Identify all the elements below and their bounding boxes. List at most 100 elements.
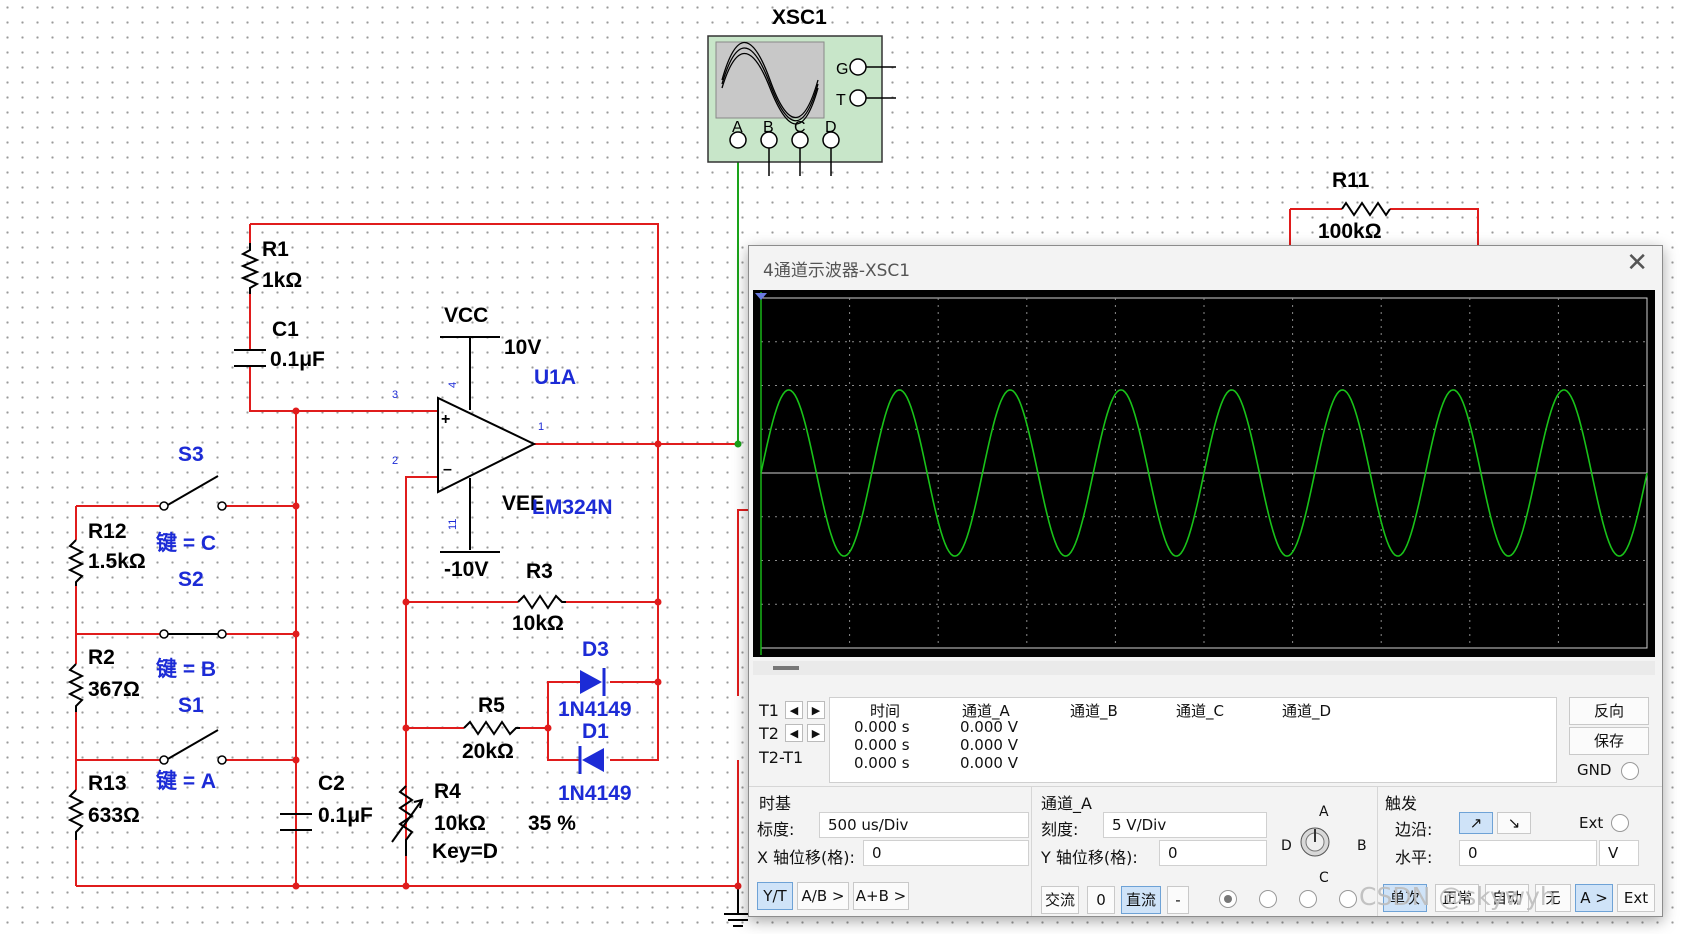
none-mode-button[interactable]: 无 [1535,884,1571,912]
pin2-label: 2 [392,455,398,467]
t2-right-arrow-icon[interactable]: ▶ [807,724,825,742]
opamp-symbol [437,396,537,494]
pin4-label: 4 [447,382,459,388]
t1-ch-a: 0.000 V [960,718,1018,736]
ext-trigger-terminal[interactable] [1611,814,1629,832]
s2-name: S2 [178,568,204,591]
knob-label-c: C [1319,870,1329,886]
channel-scale-field[interactable]: 5 V/Div [1103,812,1267,838]
r13-name: R13 [88,772,127,795]
timebase-scale-field[interactable]: 500 us/Div [819,812,1029,838]
d1-part: 1N4149 [558,782,632,805]
ab-mode-button[interactable]: A/B > [797,882,849,910]
oscilloscope-symbol[interactable]: XSC1 G T A B C D [707,6,896,176]
horizontal-scrollbar[interactable] [753,661,1655,675]
channel-b-radio[interactable] [1259,890,1277,908]
r12-name: R12 [88,520,127,543]
gnd-terminal[interactable] [1621,762,1639,780]
s2-key: 键 = B [156,657,216,681]
dc-coupling-button[interactable]: 直流 [1121,886,1161,914]
channel-a-radio[interactable] [1219,890,1237,908]
t2-time: 0.000 s [854,736,910,754]
trigger-title: 触发 [1385,794,1418,813]
vee-label: VEE [502,492,544,515]
normal-mode-button[interactable]: 正常 [1435,884,1479,912]
r4-percent: 35 % [528,812,576,835]
channel-title: 通道_A [1041,794,1092,813]
r2-name: R2 [88,646,115,669]
timebase-scale-label: 标度: [757,820,795,839]
r12-value: 1.5kΩ [88,550,146,573]
r4-name: R4 [434,780,461,803]
t2-ch-a: 0.000 V [960,736,1018,754]
pin-a-label: A [732,119,743,136]
trigger-level-field[interactable]: 0 [1459,840,1597,866]
falling-edge-icon[interactable]: ↘ [1497,812,1531,834]
t1-time: 0.000 s [854,718,910,736]
knob-label-d: D [1281,838,1292,854]
cursor-readout-table: 时间 通道_A 通道_B 通道_C 通道_D 0.000 s 0.000 s 0… [829,697,1557,783]
header-ch-a: 通道_A [962,702,1010,720]
save-button[interactable]: 保存 [1569,727,1649,755]
timebase-title: 时基 [759,794,792,813]
plus-sign: + [441,411,450,428]
close-icon[interactable]: ✕ [1626,248,1648,278]
channel-scale-label: 刻度: [1041,820,1079,839]
r11-name: R11 [1332,169,1370,192]
r4-key: Key=D [432,840,498,863]
y-position-field[interactable]: 0 [1159,840,1267,866]
header-ch-d: 通道_D [1282,702,1332,720]
channel-selector-knob-icon[interactable] [1295,822,1335,862]
reverse-button[interactable]: 反向 [1569,697,1649,725]
t1-right-arrow-icon[interactable]: ▶ [807,701,825,719]
channel-c-radio[interactable] [1299,890,1317,908]
zero-coupling-button[interactable]: 0 [1087,886,1115,914]
auto-mode-button[interactable]: 自动 [1485,884,1529,912]
header-ch-b: 通道_B [1070,702,1118,720]
d3-name: D3 [582,638,609,661]
c2-name: C2 [318,772,345,795]
single-mode-button[interactable]: 单次 [1383,884,1427,912]
trigger-source-a-button[interactable]: A > [1575,884,1613,912]
vcc-label: VCC [444,304,488,327]
pin-c-label: C [794,119,806,136]
trigger-level-unit[interactable]: V [1599,840,1639,866]
d1-name: D1 [582,720,609,743]
pin1-label: 1 [538,421,544,433]
rising-edge-icon[interactable]: ↗ [1459,812,1493,834]
t1-left-arrow-icon[interactable]: ◀ [785,701,803,719]
cursor-t1-marker-icon[interactable] [755,293,767,300]
x-position-field[interactable]: 0 [863,840,1029,866]
pin11-label: 11 [447,519,459,530]
channel-a-trace [760,389,1648,557]
oscilloscope-window[interactable]: 4通道示波器-XSC1 ✕ T1 ◀ ▶ T2 ◀ ▶ T2-T1 时间 通道_… [748,245,1663,917]
x-position-label: X 轴位移(格): [757,848,855,867]
r1-symbol [240,243,260,294]
t2-left-arrow-icon[interactable]: ◀ [785,724,803,742]
window-titlebar[interactable]: 4通道示波器-XSC1 ✕ [749,246,1662,286]
diode-symbols [578,668,606,774]
a-plus-b-mode-button[interactable]: A+B > [853,882,909,910]
s1-name: S1 [178,694,204,717]
gnd-label: GND [1577,761,1612,779]
vcc-value: 10V [504,336,541,359]
t2-label: T2 [759,724,779,743]
opamp-part: LM324N [532,496,613,519]
window-title: 4通道示波器-XSC1 [763,261,911,281]
edge-label: 边沿: [1395,820,1433,839]
channel-d-radio[interactable] [1339,890,1357,908]
r3-value: 10kΩ [512,612,564,635]
yt-mode-button[interactable]: Y/T [757,882,793,910]
minus-coupling-button[interactable]: - [1167,886,1189,914]
ac-coupling-button[interactable]: 交流 [1041,886,1079,914]
trigger-source-ext-button[interactable]: Ext [1617,884,1655,912]
s1-key: 键 = A [156,769,216,793]
opamp-name: U1A [534,366,576,389]
r11-value: 100kΩ [1318,220,1382,243]
y-position-label: Y 轴位移(格): [1041,848,1138,867]
r1-value: 1kΩ [262,269,302,292]
minus-sign: – [443,461,452,478]
scope-screen[interactable] [753,290,1655,657]
pin-b-label: B [763,119,774,136]
